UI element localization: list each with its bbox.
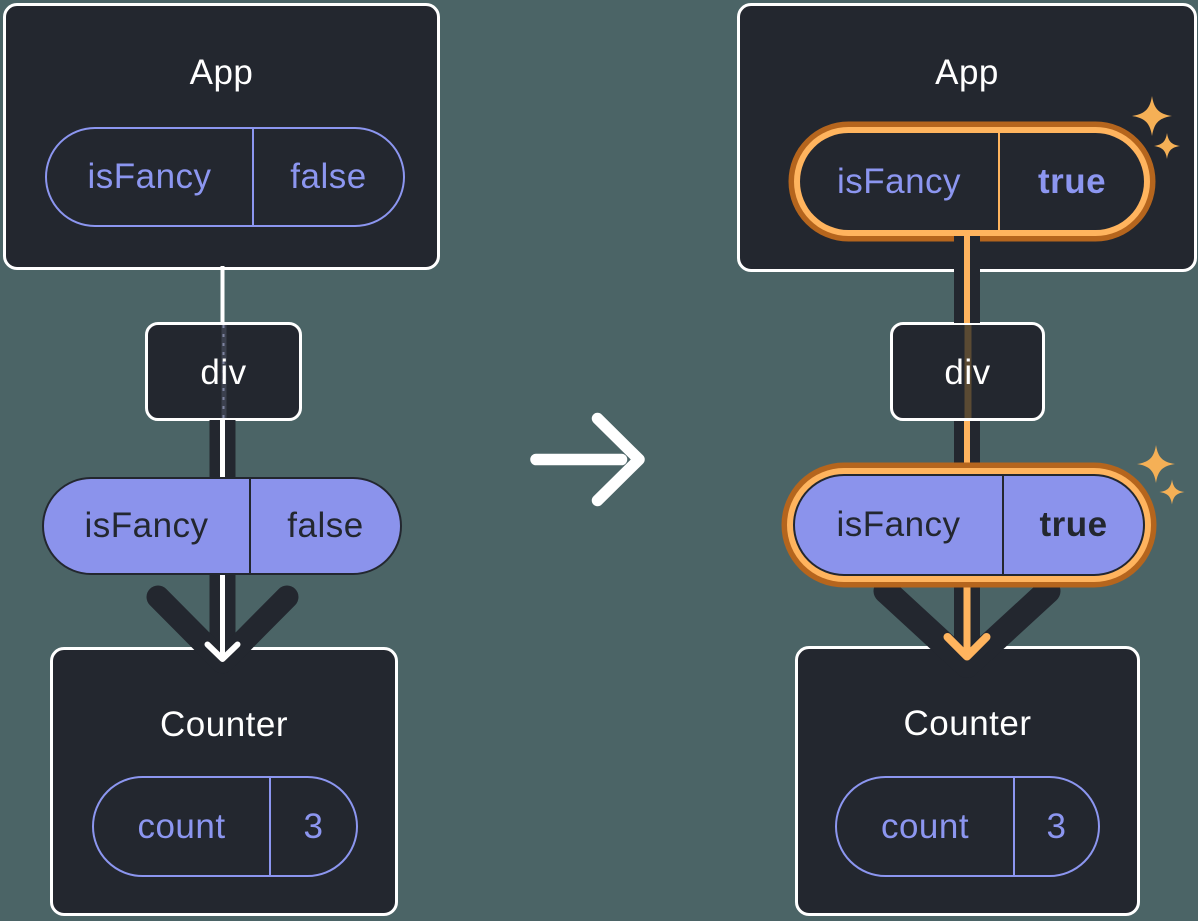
sparkle-icon [1159,479,1185,505]
div-node-card-after: div [890,322,1045,421]
state-pill-count: count 3 [92,776,358,877]
app-component-card-after: App isFancy true [737,3,1197,272]
prop-name: isFancy [84,506,209,545]
prop-passthrough-line [964,325,971,418]
prop-value: false [252,129,403,225]
prop-value: true [1002,476,1143,574]
prop-name: isFancy [836,505,961,544]
prop-value: false [249,479,400,573]
component-title: Counter [903,704,1032,743]
prop-name: isFancy [87,157,212,196]
prop-value: true [998,133,1144,230]
state-name: count [137,806,226,846]
component-title: App [189,53,254,92]
right-arrow-icon [530,412,645,507]
div-node-card-before: div [145,322,302,421]
state-value: 3 [269,778,356,875]
state-value: 3 [1013,778,1098,875]
prop-name: isFancy [836,161,962,201]
app-component-card-before: App isFancy false [3,3,440,270]
state-name: count [880,806,970,846]
counter-component-card-before: Counter count 3 [50,647,398,916]
component-title: Counter [159,705,289,744]
div-node-label: div [200,353,247,392]
component-title: App [935,53,999,92]
div-node-label: div [944,353,991,392]
passed-prop-pill-isfancy-highlighted: isFancy true [793,474,1145,576]
counter-component-card-after: Counter count 3 [795,646,1140,916]
prop-pill-isfancy-highlighted: isFancy true [800,133,1144,230]
state-pill-count: count 3 [835,776,1100,877]
prop-passthrough-line [221,325,226,418]
passed-prop-pill-isfancy: isFancy false [42,477,402,575]
prop-pill-isfancy: isFancy false [45,127,405,227]
